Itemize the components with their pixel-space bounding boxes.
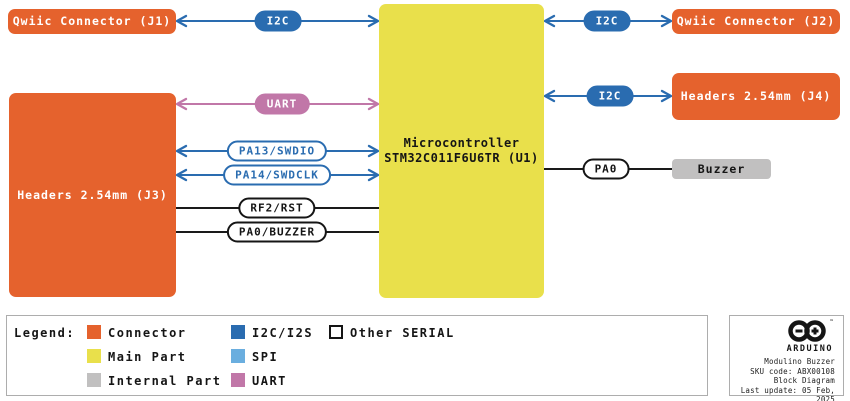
trademark-symbol: ™ bbox=[829, 319, 833, 325]
pill-i2c-j2: I2C bbox=[583, 10, 631, 32]
block-label: Buzzer bbox=[697, 161, 746, 176]
legend-label-internal-part: Internal Part bbox=[108, 374, 222, 388]
legend-swatch-uart bbox=[231, 373, 245, 387]
pill-swdclk: PA14/SWDCLK bbox=[223, 164, 331, 186]
legend-label-i2c-i2s: I2C/I2S bbox=[252, 326, 314, 340]
block-qwiic-connector-j1: Qwiic Connector (J1) bbox=[8, 9, 176, 34]
legend-swatch-internal-part bbox=[87, 373, 101, 387]
block-label: Qwiic Connector (J2) bbox=[676, 14, 836, 28]
legend-label-spi: SPI bbox=[252, 350, 279, 364]
branding-last-update: Last update: 05 Feb, 2025 bbox=[740, 385, 835, 401]
pill-pa0-buzzer: PA0/BUZZER bbox=[226, 221, 328, 243]
block-headers-j4: Headers 2.54mm (J4) bbox=[672, 73, 840, 120]
block-qwiic-connector-j2: Qwiic Connector (J2) bbox=[672, 9, 840, 34]
block-label: Qwiic Connector (J1) bbox=[12, 14, 172, 28]
block-microcontroller: Microcontroller STM32C011F6U6TR (U1) bbox=[379, 4, 544, 298]
legend-swatch-spi bbox=[231, 349, 245, 363]
legend-label-uart: UART bbox=[252, 374, 287, 388]
pill-swdio: PA13/SWDIO bbox=[226, 140, 328, 162]
block-label: Headers 2.54mm (J4) bbox=[680, 89, 832, 103]
branding-doc-type: Block Diagram bbox=[773, 376, 835, 385]
legend-label-main-part: Main Part bbox=[108, 350, 187, 364]
legend-swatch-i2c-i2s bbox=[231, 325, 245, 339]
legend-swatch-connector bbox=[87, 325, 101, 339]
legend-swatch-other-serial bbox=[329, 325, 343, 339]
pill-pa0: PA0 bbox=[582, 158, 630, 180]
pill-i2c-j1: I2C bbox=[254, 10, 302, 32]
pill-reset: RF2/RST bbox=[238, 197, 316, 219]
pill-uart: UART bbox=[254, 93, 310, 115]
legend-panel bbox=[6, 315, 708, 396]
block-label: Headers 2.54mm (J3) bbox=[17, 187, 168, 202]
legend-label-other-serial: Other SERIAL bbox=[350, 326, 455, 340]
legend-label-connector: Connector bbox=[108, 326, 187, 340]
block-headers-j3: Headers 2.54mm (J3) bbox=[9, 93, 176, 297]
mcu-label-line1: Microcontroller bbox=[403, 136, 520, 150]
branding-product-name: Modulino Buzzer bbox=[764, 357, 835, 366]
mcu-label-line2: STM32C011F6U6TR (U1) bbox=[384, 151, 539, 165]
arduino-wordmark: ARDUINO bbox=[786, 344, 833, 354]
pill-i2c-j4: I2C bbox=[586, 85, 634, 107]
legend-swatch-main-part bbox=[87, 349, 101, 363]
branding-content: ™ ARDUINO Modulino Buzzer SKU code: ABX0… bbox=[731, 318, 841, 401]
branding-sku-code: SKU code: ABX00108 bbox=[750, 366, 835, 376]
block-buzzer: Buzzer bbox=[672, 159, 771, 179]
legend-title: Legend: bbox=[14, 326, 76, 340]
arduino-logo-icon bbox=[788, 320, 826, 342]
